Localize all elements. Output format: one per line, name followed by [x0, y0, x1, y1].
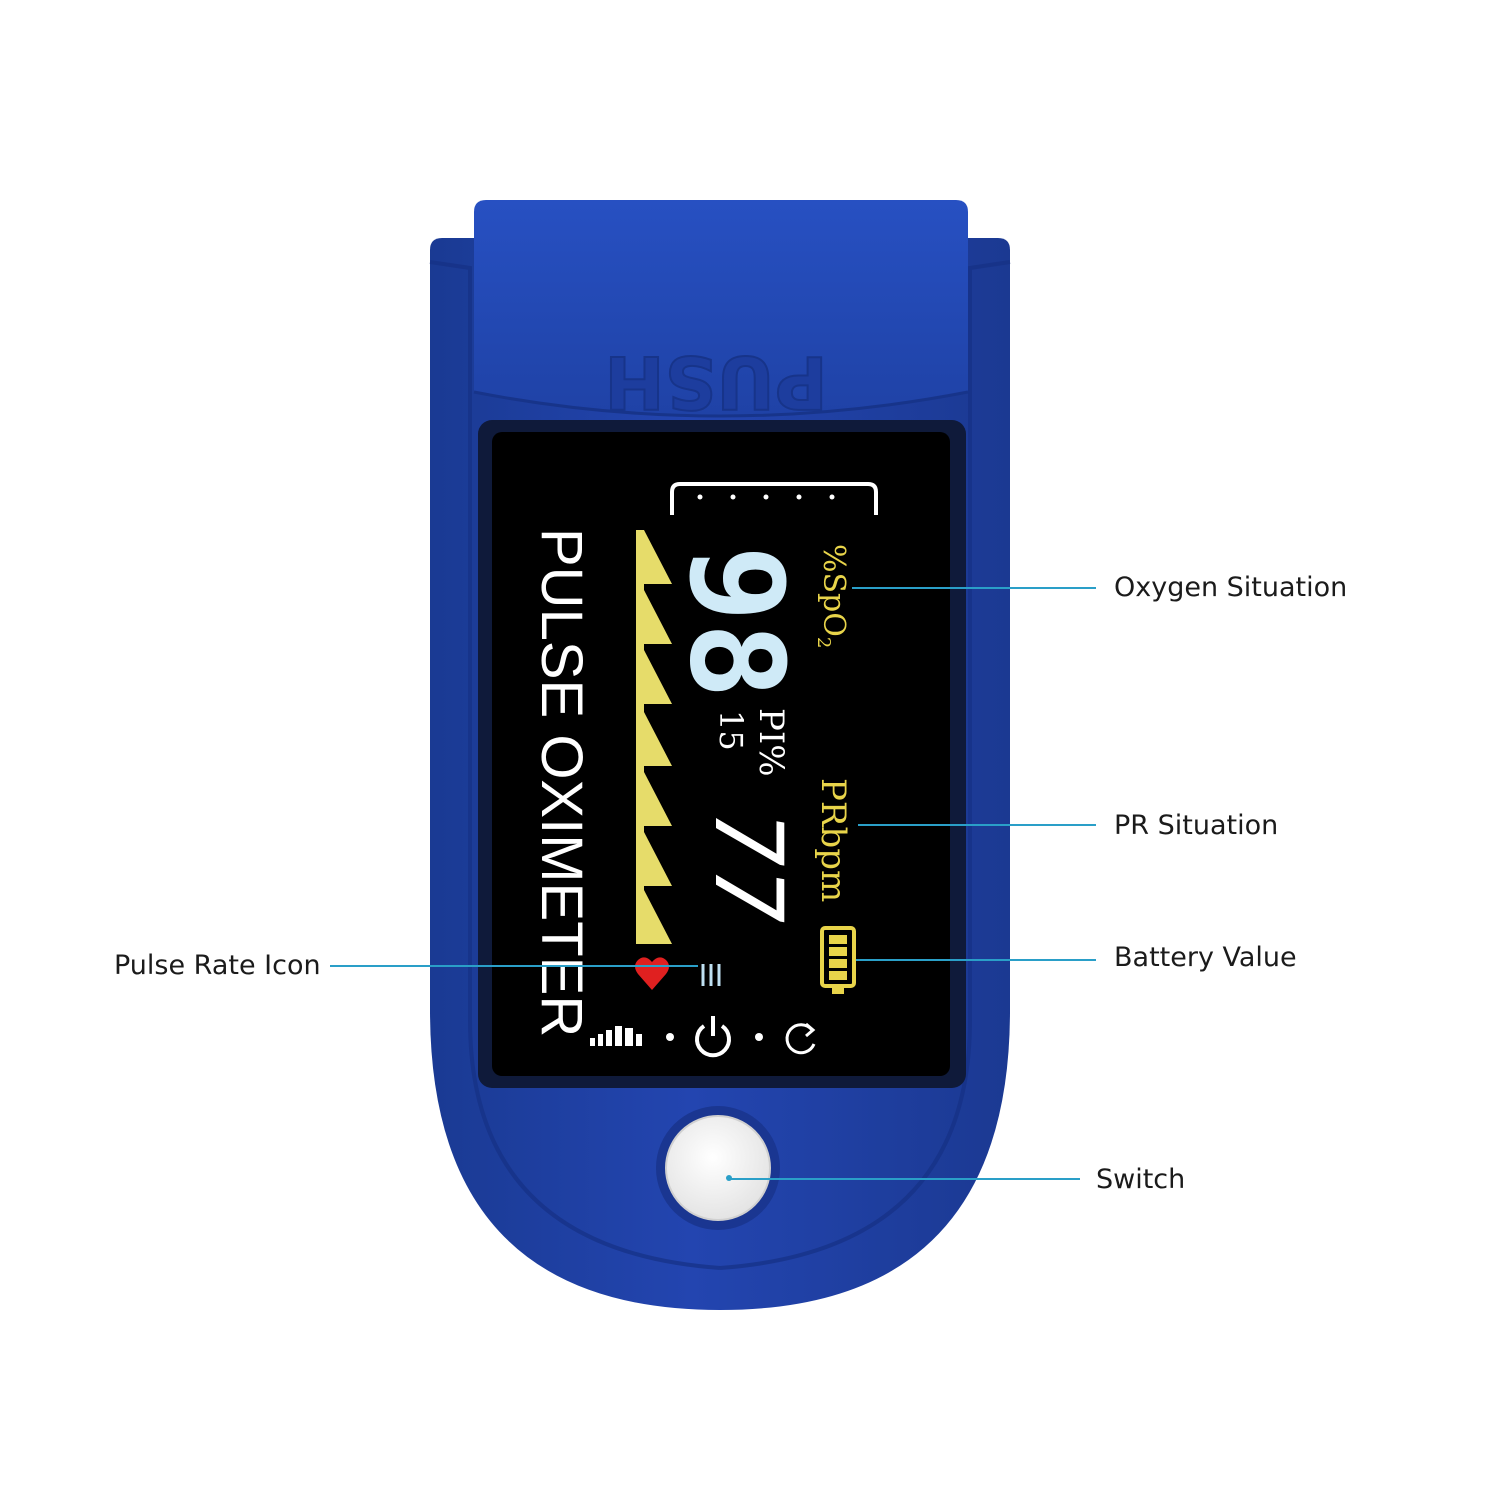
pulse-icon-leader-line: [330, 965, 698, 967]
switch-button[interactable]: [665, 1115, 771, 1221]
oled-screen: [492, 432, 950, 1076]
switch-label: Switch: [1096, 1164, 1186, 1195]
pr-situation-label: PR Situation: [1114, 810, 1279, 841]
spo2-value: 98: [661, 545, 810, 699]
rotate-icon: [785, 1022, 816, 1055]
oxygen-leader-line: [852, 587, 1096, 589]
pi-value: 15: [712, 710, 750, 751]
pi-label: PI%: [751, 708, 791, 777]
switch-leader-line: [730, 1178, 1080, 1180]
pulse-waveform: [636, 530, 672, 944]
pulse-oximeter-side-label: PULSE OXIMETER: [529, 528, 594, 1037]
waveform-pulse: [644, 590, 672, 644]
waveform-pulse: [644, 832, 672, 886]
signal-strength-icon: [590, 1026, 642, 1046]
waveform-pulse: [644, 712, 672, 766]
push-embossed-text: PUSH: [604, 340, 827, 424]
pulse-strength-lines: [701, 964, 721, 986]
battery-value-label: Battery Value: [1114, 942, 1297, 973]
top-clip[interactable]: [474, 200, 968, 416]
waveform-baseline: [636, 530, 644, 944]
pr-unit-label: PRbpm: [813, 778, 853, 902]
power-icon: [695, 1016, 731, 1058]
oxygen-situation-label: Oxygen Situation: [1114, 572, 1348, 603]
waveform-pulse: [644, 650, 672, 704]
pr-value: 77: [693, 810, 802, 923]
waveform-pulse: [644, 890, 672, 944]
battery-icon: [820, 926, 856, 994]
battery-leader-line: [856, 959, 1096, 961]
spo2-unit-label: %SpO2: [813, 544, 851, 648]
pulse-rate-icon-label: Pulse Rate Icon: [114, 950, 321, 981]
waveform-pulse: [644, 772, 672, 826]
waveform-pulse: [644, 530, 672, 584]
pr-leader-line: [858, 824, 1096, 826]
